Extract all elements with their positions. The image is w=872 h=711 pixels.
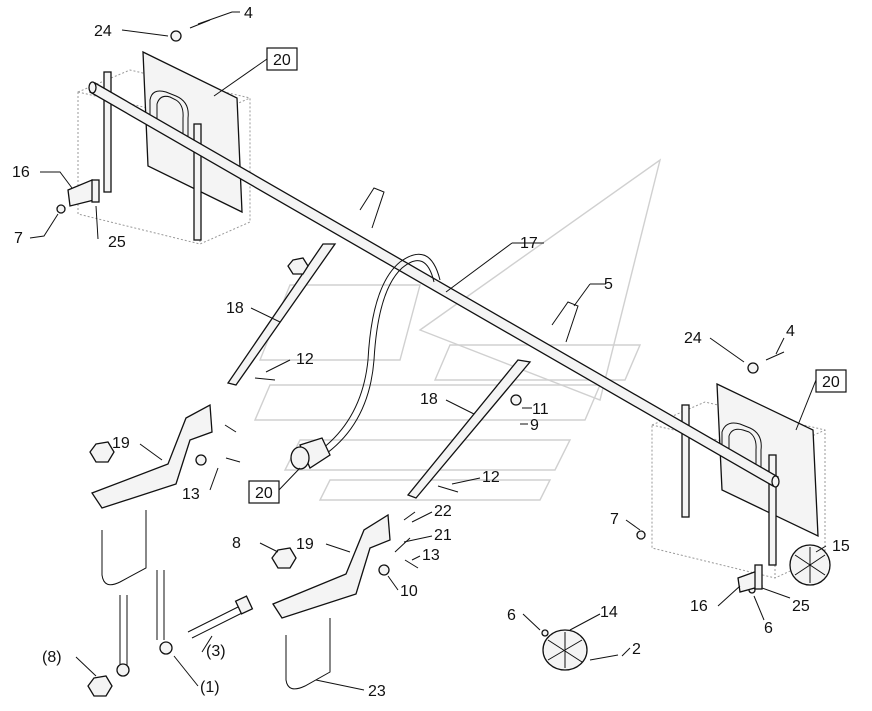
callout-10: 10 <box>400 583 418 600</box>
callout-20c: 20 <box>822 374 840 391</box>
box-20b <box>248 480 280 504</box>
bracket-16a <box>67 179 95 207</box>
callout-16b: 16 <box>690 598 708 615</box>
callout-1-paren: (1) <box>200 679 220 696</box>
callout-18a: 18 <box>226 300 244 317</box>
callout-18b: 18 <box>420 391 438 408</box>
support-arm-right <box>406 359 532 499</box>
nut-6a <box>541 629 549 637</box>
callout-4b: 4 <box>786 323 795 340</box>
callout-24a: 24 <box>94 23 112 40</box>
bracket-25a <box>91 179 100 203</box>
callout-14: 14 <box>600 604 618 621</box>
nut-9 <box>510 394 522 406</box>
screw-22 <box>403 511 416 521</box>
callout-25b: 25 <box>792 598 810 615</box>
bracket-25b <box>754 564 763 590</box>
nut-19 <box>89 441 115 463</box>
nut-7a <box>56 204 66 214</box>
washer-24b <box>747 362 759 374</box>
reflector-14-grid <box>547 632 583 668</box>
callout-4a: 4 <box>244 5 253 22</box>
left-mounting-plate <box>142 50 243 214</box>
crossbar <box>88 81 780 488</box>
callout-21: 21 <box>434 527 452 544</box>
screw-21 <box>394 537 411 553</box>
callout-5: 5 <box>604 276 613 293</box>
ring-10b <box>378 564 390 576</box>
callout-11: 11 <box>532 401 549 418</box>
callout-25a: 25 <box>108 234 126 251</box>
callout-13b: 13 <box>422 547 440 564</box>
u-bolt-23-left <box>101 510 147 586</box>
callout-6a: 6 <box>507 607 516 624</box>
callout-8-paren: (8) <box>42 649 62 666</box>
support-arm-left <box>226 243 337 386</box>
right-bracket-front <box>681 404 690 518</box>
callout-3-paren: (3) <box>206 643 226 660</box>
leader-lines <box>29 11 827 691</box>
right-mounting-plate <box>716 382 819 538</box>
callout-7b: 7 <box>610 511 619 528</box>
u-bolt-right <box>551 301 579 343</box>
callout-8: 8 <box>232 535 241 552</box>
watermark-logo <box>253 158 662 501</box>
callout-labels: 24 4 20 16 7 25 17 5 18 12 11 9 18 12 19… <box>12 5 850 700</box>
pin-12a <box>254 377 276 381</box>
eye-bolt-1a <box>119 595 128 665</box>
callout-12b: 12 <box>482 469 500 486</box>
left-bracket-rear <box>193 123 202 241</box>
u-bolt-23-right <box>285 618 331 690</box>
box-20c <box>815 369 847 393</box>
u-bolt-left <box>359 187 385 229</box>
pin-12b <box>437 485 459 493</box>
callout-16a: 16 <box>12 164 30 181</box>
callout-6b: 6 <box>764 620 773 637</box>
callout-22: 22 <box>434 503 452 520</box>
callout-13a: 13 <box>182 486 200 503</box>
callout-19a: 19 <box>112 435 130 452</box>
bolt-3 <box>187 605 245 639</box>
lamp-bracket-right <box>272 513 391 619</box>
callout-12a: 12 <box>296 351 314 368</box>
callout-9: 9 <box>530 417 539 434</box>
callout-23: 23 <box>368 683 386 700</box>
nut-7b <box>636 530 646 540</box>
callout-15: 15 <box>832 538 850 555</box>
nut-8 <box>271 547 297 569</box>
screw-2 <box>589 654 619 661</box>
left-bracket-front <box>103 71 112 193</box>
screw-upper-left <box>224 424 237 433</box>
right-bracket-rear <box>768 454 777 566</box>
callout-20b: 20 <box>255 485 273 502</box>
wing-13b <box>404 559 419 569</box>
callout-17: 17 <box>520 235 538 252</box>
light-cable <box>290 253 441 470</box>
lamp-bracket-left <box>91 403 213 509</box>
callout-7a: 7 <box>14 230 23 247</box>
screw-4b <box>765 351 785 361</box>
wing-13a <box>225 457 241 463</box>
nut-8-paren <box>87 675 113 697</box>
callout-19b: 19 <box>296 536 314 553</box>
callout-20a: 20 <box>273 52 291 69</box>
eye-bolt-1b <box>156 570 165 640</box>
ring-10a <box>195 454 207 466</box>
box-20a <box>266 47 298 71</box>
nut-top <box>287 257 309 275</box>
callout-24b: 24 <box>684 330 702 347</box>
callout-2: 2 <box>632 641 641 658</box>
washer-24a <box>170 30 182 42</box>
reflector-15-grid <box>794 547 826 583</box>
